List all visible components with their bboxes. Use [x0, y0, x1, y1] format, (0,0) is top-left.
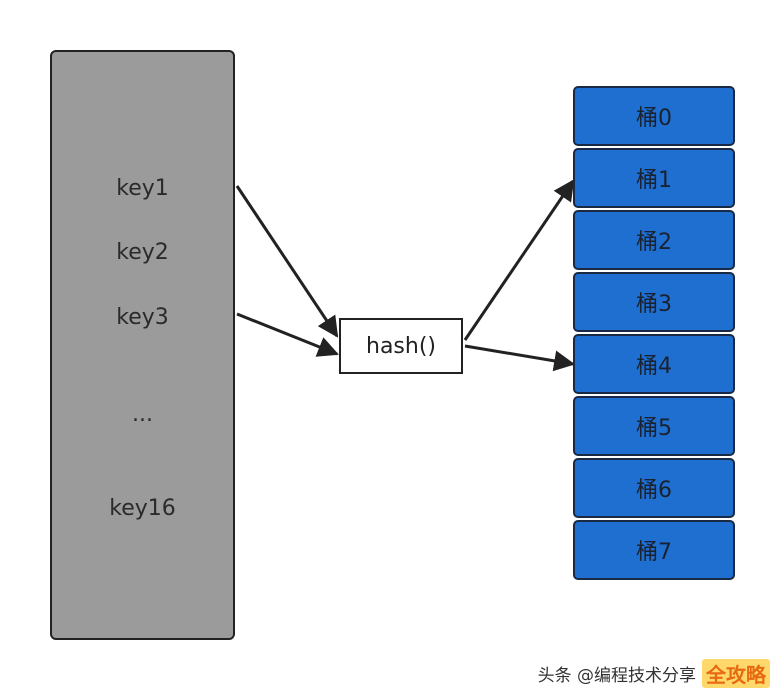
bucket-label: 桶6	[636, 478, 672, 503]
arrow-key1-to-hash	[235, 185, 339, 338]
bucket-3: 桶3	[573, 272, 735, 332]
bucket-label: 桶0	[636, 106, 672, 131]
watermark-badge: 全攻略	[702, 659, 770, 688]
key-label-16: key16	[109, 496, 176, 521]
bucket-label: 桶1	[636, 168, 672, 193]
bucket-label: 桶4	[636, 354, 672, 379]
hash-function-box: hash()	[339, 318, 463, 374]
watermark: 头条 @编程技术分享 全攻略	[538, 659, 770, 688]
key-label-3: key3	[116, 305, 169, 330]
watermark-text: 头条 @编程技术分享	[537, 666, 696, 686]
bucket-4: 桶4	[573, 334, 735, 394]
bucket-label: 桶3	[636, 292, 672, 317]
bucket-1: 桶1	[573, 148, 735, 208]
arrow-key3-to-hash	[236, 312, 339, 357]
bucket-label: 桶5	[636, 416, 672, 441]
bucket-0: 桶0	[573, 86, 735, 146]
key-label-1: key1	[116, 176, 169, 201]
arrow-hash-to-bucket4	[464, 344, 576, 372]
arrow-hash-to-bucket1	[463, 179, 575, 341]
key-ellipsis: ...	[132, 402, 153, 427]
bucket-label: 桶2	[636, 230, 672, 255]
hash-label: hash()	[366, 333, 436, 359]
key-label-2: key2	[116, 240, 169, 265]
bucket-6: 桶6	[573, 458, 735, 518]
bucket-2: 桶2	[573, 210, 735, 270]
bucket-5: 桶5	[573, 396, 735, 456]
key-panel	[50, 50, 235, 640]
bucket-label: 桶7	[636, 540, 672, 565]
bucket-column: 桶0 桶1 桶2 桶3 桶4 桶5 桶6 桶7	[573, 86, 735, 582]
bucket-7: 桶7	[573, 520, 735, 580]
